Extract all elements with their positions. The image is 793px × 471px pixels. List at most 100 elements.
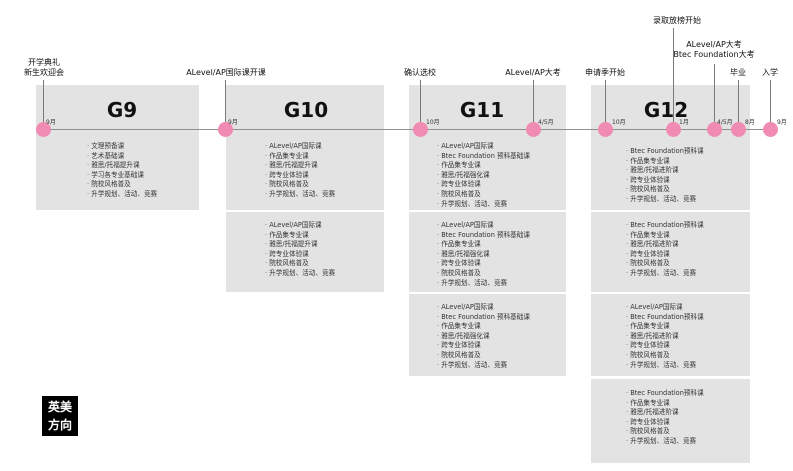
grade-title-g11: G11 xyxy=(459,98,505,122)
event-confirm-school: 确认选校 xyxy=(404,68,436,77)
course-item: 升学规划、活动、竞赛 xyxy=(626,361,704,371)
course-item: Btec Foundation预科课 xyxy=(626,313,703,323)
course-list-g10-b: ALevel/AP国际课作品集专业课雅思/托福提升课跨专业体验课院校风格普及升学… xyxy=(265,221,335,279)
course-item: 作品集专业课 xyxy=(626,399,704,409)
month-g12-aug: 8月 xyxy=(745,119,755,126)
grade-title-g10: G10 xyxy=(283,98,329,122)
course-item: 文理预备课 xyxy=(87,142,157,152)
connector-g12-exam xyxy=(714,64,715,128)
course-item: 升学规划、活动、竞赛 xyxy=(437,279,530,289)
month-end-sep: 9月 xyxy=(777,119,787,126)
course-item: 院校风格普及 xyxy=(437,351,530,361)
dot-g12-oct xyxy=(598,122,613,137)
course-item: 雅思/托福强化课 xyxy=(437,250,530,260)
connector-alevel-exam-g11 xyxy=(533,80,534,128)
course-item: 院校风格普及 xyxy=(626,351,704,361)
course-item: 院校风格普及 xyxy=(437,190,530,200)
dot-g11-apr-may xyxy=(526,122,541,137)
course-item: 雅思/托福提升课 xyxy=(87,161,157,171)
course-item: 升学规划、活动、竞赛 xyxy=(265,190,335,200)
course-list-g12-a: Btec Foundation预科课作品集专业课雅思/托福进阶课跨专业体验课院校… xyxy=(626,147,704,205)
course-item: 作品集专业课 xyxy=(626,322,704,332)
dot-g12-apr-may xyxy=(707,122,722,137)
connector-graduation xyxy=(738,80,739,128)
course-item: ALevel/AP国际课 xyxy=(437,221,530,231)
course-item: 作品集专业课 xyxy=(265,231,335,241)
connector-confirm-school xyxy=(420,80,421,128)
dot-g11-oct xyxy=(413,122,428,137)
event-alevel-exam-g11: ALevel/AP大考 xyxy=(505,68,561,77)
course-item: 作品集专业课 xyxy=(437,240,530,250)
course-item: Btec Foundation预科课 xyxy=(626,389,703,399)
dot-g12-aug xyxy=(731,122,746,137)
month-g10-sep: 9月 xyxy=(228,119,238,126)
grade-title-g12: G12 xyxy=(643,98,689,122)
dot-g9-sep xyxy=(36,122,51,137)
event-opening-line1: 开学典礼 xyxy=(28,58,60,67)
month-g12-apr-may: 4/5月 xyxy=(717,119,733,126)
course-item: 升学规划、活动、竞赛 xyxy=(626,195,704,205)
course-item: Btec Foundation 预科基础课 xyxy=(437,313,530,323)
month-g12-jan: 1月 xyxy=(679,119,689,126)
event-enrollment: 入学 xyxy=(762,68,778,77)
course-item: 升学规划、活动、竞赛 xyxy=(265,269,335,279)
course-item: ALevel/AP国际课 xyxy=(437,142,530,152)
course-item: Btec Foundation 预科基础课 xyxy=(437,152,530,162)
course-list-g12-d: Btec Foundation预科课作品集专业课雅思/托福进阶课跨专业体验课院校… xyxy=(626,389,704,447)
course-item: 跨专业体验课 xyxy=(626,250,704,260)
course-item: ALevel/AP国际课 xyxy=(437,303,530,313)
course-item: 升学规划、活动、竞赛 xyxy=(437,200,530,210)
course-item: 雅思/托福强化课 xyxy=(437,332,530,342)
month-g11-apr-may: 4/5月 xyxy=(538,119,554,126)
course-item: Btec Foundation预科课 xyxy=(626,147,703,157)
event-g12-exam: ALevel/AP大考 Btec Foundation大考 xyxy=(670,40,758,60)
course-item: 升学规划、活动、竞赛 xyxy=(626,437,704,447)
course-list-g12-b: Btec Foundation预科课作品集专业课雅思/托福进阶课跨专业体验课院校… xyxy=(626,221,704,279)
connector-application xyxy=(605,80,606,128)
event-application-start: 申请季开始 xyxy=(585,68,625,77)
course-list-g11-b: ALevel/AP国际课Btec Foundation 预科基础课作品集专业课雅… xyxy=(437,221,530,288)
dot-g12-jan xyxy=(666,122,681,137)
course-list-g9: 文理预备课艺术基础课雅思/托福提升课学习各专业基础课院校风格普及升学规划、活动、… xyxy=(87,142,157,200)
course-item: 跨专业体验课 xyxy=(626,176,704,186)
course-item: 跨专业体验课 xyxy=(437,341,530,351)
event-alevel-start: ALevel/AP国际课开课 xyxy=(186,68,266,77)
course-item: 作品集专业课 xyxy=(626,157,704,167)
course-item: 雅思/托福提升课 xyxy=(265,240,335,250)
connector-alevel-start xyxy=(225,80,226,128)
connector-admission xyxy=(673,28,674,128)
course-item: 雅思/托福进阶课 xyxy=(626,166,704,176)
course-list-g10-a: ALevel/AP国际课作品集专业课雅思/托福提升课跨专业体验课院校风格普及升学… xyxy=(265,142,335,200)
course-item: 跨专业体验课 xyxy=(265,171,335,181)
dot-g10-sep xyxy=(218,122,233,137)
course-item: 升学规划、活动、竞赛 xyxy=(437,361,530,371)
course-item: 升学规划、活动、竞赛 xyxy=(626,269,704,279)
timeline-axis xyxy=(36,129,776,131)
course-item: 作品集专业课 xyxy=(437,161,530,171)
month-g11-oct: 10月 xyxy=(426,119,440,126)
course-item: 跨专业体验课 xyxy=(626,418,704,428)
event-graduation: 毕业 xyxy=(730,68,746,77)
course-list-g11-c: ALevel/AP国际课Btec Foundation 预科基础课作品集专业课雅… xyxy=(437,303,530,370)
direction-badge-line1: 英美 xyxy=(47,400,72,414)
month-g12-oct: 10月 xyxy=(612,119,626,126)
month-g9-sep: 9月 xyxy=(46,119,56,126)
connector-opening xyxy=(43,80,44,128)
course-item: 跨专业体验课 xyxy=(437,259,530,269)
course-item: 院校风格普及 xyxy=(626,427,704,437)
grade-title-g9: G9 xyxy=(106,98,138,122)
course-item: ALevel/AP国际课 xyxy=(265,142,335,152)
course-item: 作品集专业课 xyxy=(265,152,335,162)
course-item: 院校风格普及 xyxy=(626,259,704,269)
event-g12-exam-line1: ALevel/AP大考 xyxy=(686,40,742,49)
event-g12-exam-line2: Btec Foundation大考 xyxy=(673,50,755,59)
course-item: Btec Foundation预科课 xyxy=(626,221,703,231)
course-list-g12-c: ALevel/AP国际课Btec Foundation预科课作品集专业课雅思/托… xyxy=(626,303,704,371)
course-item: ALevel/AP国际课 xyxy=(265,221,335,231)
course-item: 院校风格普及 xyxy=(265,180,335,190)
course-item: 院校风格普及 xyxy=(265,259,335,269)
course-item: 跨专业体验课 xyxy=(626,341,704,351)
event-opening-line2: 新生欢迎会 xyxy=(24,68,64,77)
course-item: 升学规划、活动、竞赛 xyxy=(87,190,157,200)
course-item: 雅思/托福进阶课 xyxy=(626,332,704,342)
